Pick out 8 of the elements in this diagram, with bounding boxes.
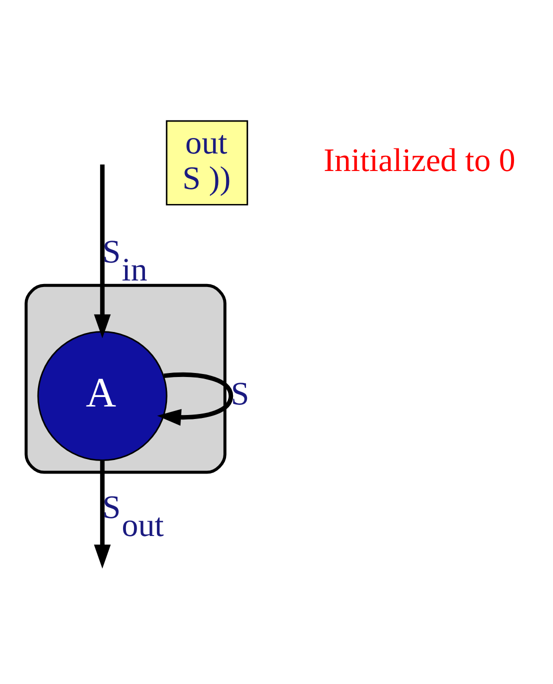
arrow <box>94 460 111 569</box>
cluster <box>24 284 226 474</box>
edge-label: S <box>230 376 250 412</box>
node-circle: A <box>37 331 168 462</box>
node-box: out S )) <box>166 120 248 206</box>
arrow <box>157 372 234 426</box>
arrow <box>94 164 111 338</box>
label: Initialized to 0 <box>324 143 516 180</box>
